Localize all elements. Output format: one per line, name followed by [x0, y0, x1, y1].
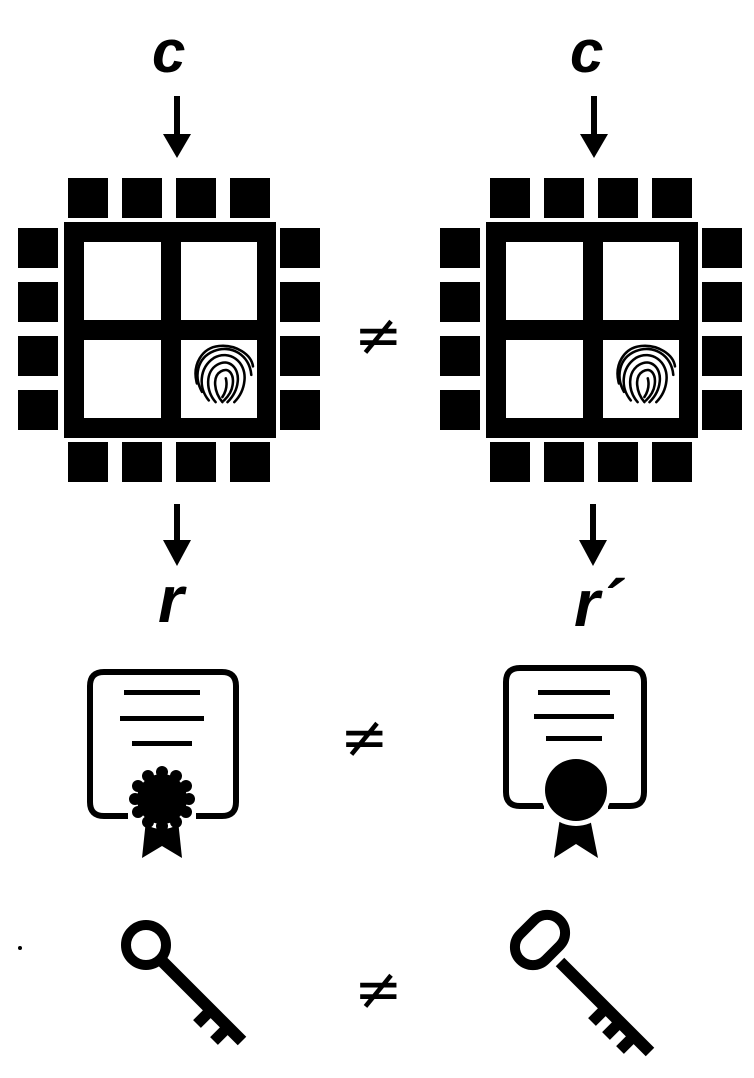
certificate-left-icon: [87, 669, 239, 858]
key-right-icon: [509, 909, 655, 1057]
not-equal-chips: ≠: [354, 301, 403, 369]
arrow-down-challenge-left: [163, 96, 191, 158]
chip-right-icon: [440, 178, 742, 482]
not-equal-certificates: ≠: [340, 703, 389, 771]
certificate-right-icon: [503, 665, 647, 858]
challenge-label-right: c: [570, 18, 604, 85]
arrow-down-challenge-right: [580, 96, 608, 158]
response-label-left: r: [158, 562, 184, 636]
not-equal-keys: ≠: [354, 955, 403, 1023]
response-label-right: r´: [574, 566, 622, 640]
stray-dot: [18, 946, 22, 950]
key-left-icon: [121, 920, 247, 1046]
scalloped-seal-left: [129, 766, 195, 832]
challenge-label-left: c: [152, 18, 186, 85]
arrow-down-response-left: [163, 504, 191, 566]
arrow-down-response-right: [579, 504, 607, 566]
chip-left-icon: [18, 178, 320, 482]
